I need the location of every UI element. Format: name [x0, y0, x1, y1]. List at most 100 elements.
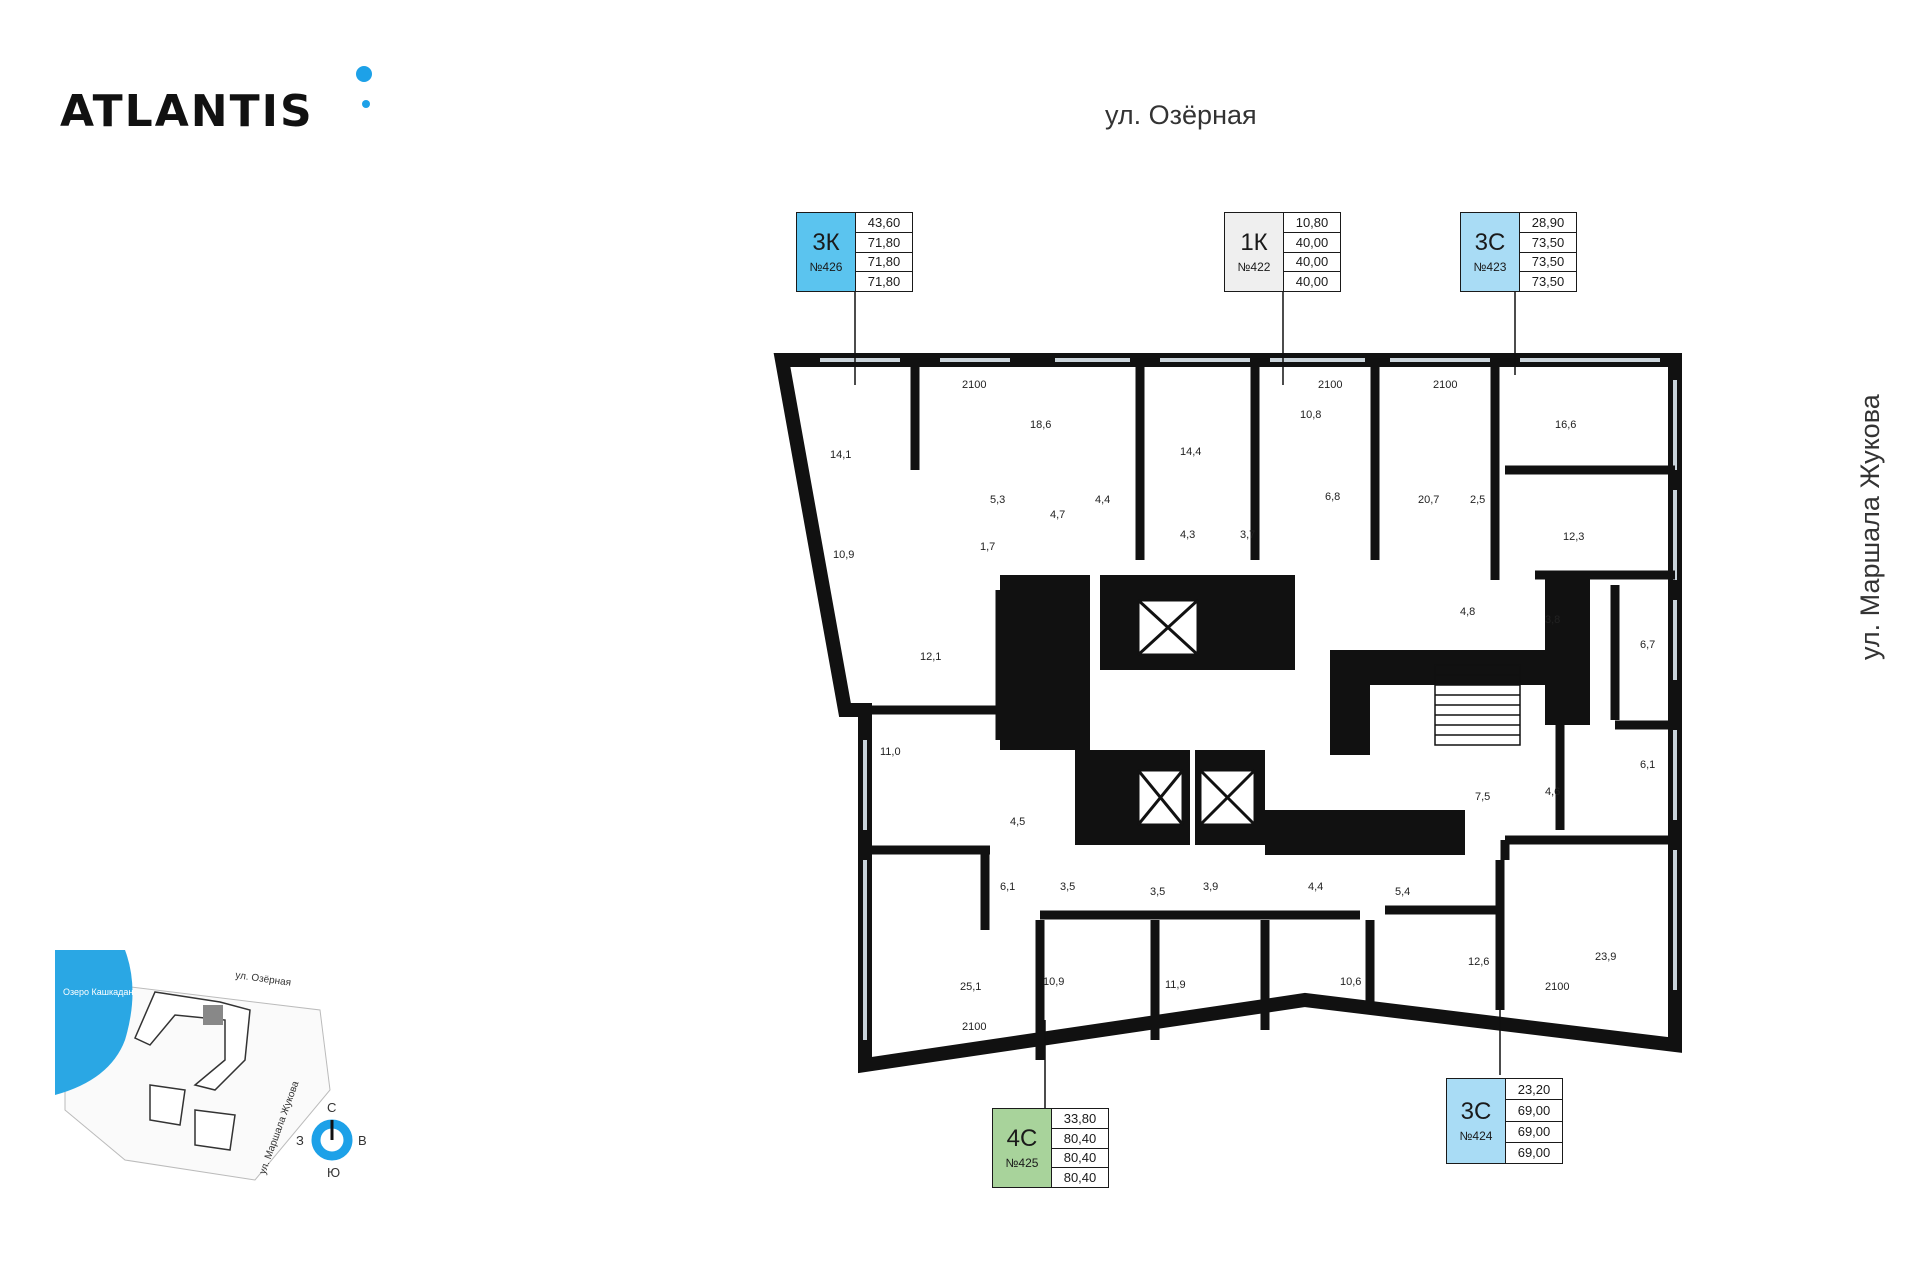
room-area: 4,8: [1460, 606, 1475, 618]
area-value: 73,50: [1520, 233, 1576, 253]
room-area: 6,1: [1000, 881, 1015, 893]
room-area: 20,7: [1418, 494, 1439, 506]
compass-icon: [311, 1119, 353, 1161]
area-value: 69,00: [1517, 1145, 1551, 1161]
room-area-labels: 14,1 18,6 10,9 5,3 4,7 4,4 1,7 12,1 11,0…: [830, 409, 1655, 993]
window-height-label: 2100: [1545, 981, 1569, 993]
logo-dot: [356, 66, 372, 82]
compass-east: В: [358, 1133, 367, 1148]
area-value: 33,80: [1052, 1109, 1108, 1129]
area-value: 43,60: [856, 213, 912, 233]
room-area: 10,8: [1300, 409, 1321, 421]
apartment-number: №422: [1237, 260, 1271, 274]
room-area: 1,7: [980, 541, 995, 553]
area-value: 69,00: [1506, 1122, 1562, 1143]
logo-dot-small: [362, 100, 370, 108]
apartment-areas: 23,20 69,00 69,00 69,00: [1506, 1079, 1562, 1163]
area-value: 73,50: [1531, 274, 1565, 290]
area-value: 71,80: [867, 274, 901, 290]
window-height-labels: 2100 2100 2100 2100 2100: [962, 379, 1569, 1033]
window-height-label: 2100: [962, 379, 986, 391]
interior-walls: [865, 360, 1675, 1060]
staircase: [1434, 664, 1521, 746]
window-height-label: 2100: [1433, 379, 1457, 391]
apartment-card-426[interactable]: 3К №426 43,60 71,80 71,80 71,80: [796, 212, 913, 292]
room-area: 6,8: [1325, 491, 1340, 503]
apartment-type: 3С: [1460, 1098, 1492, 1125]
area-value: 80,40: [1052, 1129, 1108, 1149]
compass-south: Ю: [327, 1165, 341, 1180]
lake-label: Озеро Кашкадан: [63, 987, 133, 997]
room-area: 7,5: [1475, 791, 1490, 803]
room-area: 12,1: [920, 651, 941, 663]
room-area: 12,3: [1563, 531, 1584, 543]
compass-north: С: [327, 1100, 337, 1115]
area-value: 80,40: [1063, 1170, 1097, 1186]
room-area: 3,8: [1545, 614, 1560, 626]
area-value: 23,20: [1506, 1079, 1562, 1101]
apartment-type: 3К: [812, 229, 840, 256]
apartment-number: №423: [1473, 260, 1507, 274]
brand-logo: ATLANTIS: [60, 86, 314, 137]
area-value: 71,80: [856, 233, 912, 253]
room-area: 4,3: [1180, 529, 1195, 541]
apartment-card-424[interactable]: 3С №424 23,20 69,00 69,00 69,00: [1446, 1078, 1563, 1164]
area-value: 40,00: [1295, 274, 1329, 290]
room-area: 10,9: [1043, 976, 1064, 988]
apartment-badge: 3С №423: [1461, 213, 1520, 291]
room-area: 6,7: [1640, 639, 1655, 651]
area-value: 28,90: [1520, 213, 1576, 233]
area-value: 73,50: [1520, 253, 1576, 273]
area-value: 69,00: [1506, 1100, 1562, 1122]
room-area: 4,5: [1010, 816, 1025, 828]
compass-west: З: [296, 1133, 304, 1148]
highlighted-section: [203, 1005, 223, 1025]
street-label-north: ул. Озёрная: [1105, 100, 1257, 130]
room-area: 25,1: [960, 981, 981, 993]
room-area: 6,1: [1640, 759, 1655, 771]
apartment-card-425[interactable]: 4С №425 33,80 80,40 80,40 80,40: [992, 1108, 1109, 1188]
room-area: 4,7: [1050, 509, 1065, 521]
room-area: 12,6: [1468, 956, 1489, 968]
area-value: 40,00: [1284, 253, 1340, 273]
window-height-label: 2100: [962, 1021, 986, 1033]
room-area: 3,7: [1240, 529, 1255, 541]
apartment-number: №424: [1459, 1129, 1493, 1143]
apartment-areas: 33,80 80,40 80,40 80,40: [1052, 1109, 1108, 1187]
apartment-number: №426: [809, 260, 843, 274]
room-area: 5,4: [1395, 886, 1410, 898]
lake: [55, 950, 133, 1095]
room-area: 23,9: [1595, 951, 1616, 963]
minimap-street-north: ул. Озёрная: [235, 970, 292, 989]
apartment-areas: 43,60 71,80 71,80 71,80: [856, 213, 912, 291]
apartment-areas: 10,80 40,00 40,00 40,00: [1284, 213, 1340, 291]
apartment-badge: 4С №425: [993, 1109, 1052, 1187]
room-area: 10,9: [833, 549, 854, 561]
room-area: 14,1: [830, 449, 851, 461]
room-area: 2,5: [1470, 494, 1485, 506]
room-area: 10,6: [1340, 976, 1361, 988]
apartment-card-423[interactable]: 3С №423 28,90 73,50 73,50 73,50: [1460, 212, 1577, 292]
room-area: 3,5: [1150, 886, 1165, 898]
apartment-badge: 3К №426: [797, 213, 856, 291]
room-area: 4,4: [1308, 881, 1323, 893]
apartment-type: 3С: [1474, 229, 1506, 256]
apartment-type: 1К: [1240, 229, 1268, 256]
apartment-areas: 28,90 73,50 73,50 73,50: [1520, 213, 1576, 291]
building-core: [1000, 575, 1590, 855]
room-area: 3,5: [1060, 881, 1075, 893]
room-area: 3,9: [1203, 881, 1218, 893]
room-area: 5,3: [990, 494, 1005, 506]
apartment-number: №425: [1005, 1156, 1039, 1170]
window-height-label: 2100: [1318, 379, 1342, 391]
area-value: 40,00: [1284, 233, 1340, 253]
apartment-type: 4С: [1006, 1125, 1038, 1152]
room-area: 14,4: [1180, 446, 1201, 458]
room-area: 11,0: [880, 746, 901, 758]
room-area: 4,4: [1095, 494, 1110, 506]
apartment-card-422[interactable]: 1К №422 10,80 40,00 40,00 40,00: [1224, 212, 1341, 292]
room-area: 4,6: [1545, 786, 1560, 798]
apartment-badge: 3С №424: [1447, 1079, 1506, 1163]
windows: [820, 358, 1677, 1040]
